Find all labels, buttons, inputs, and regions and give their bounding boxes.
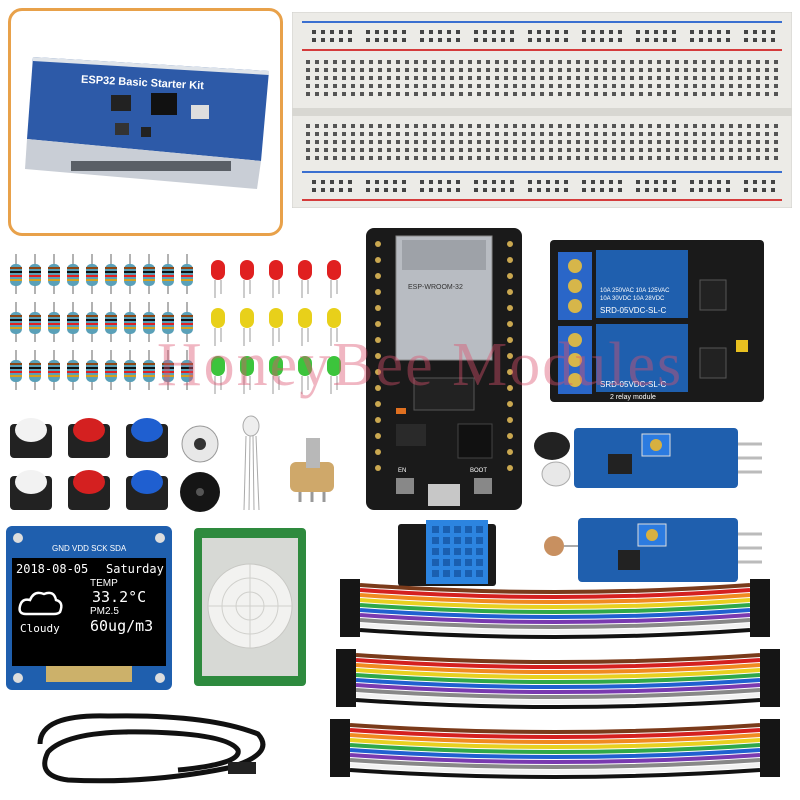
kit-box-image <box>25 57 269 189</box>
led-set <box>211 260 341 394</box>
relay-module-label: 2 relay module <box>610 394 656 401</box>
push-buttons-group[interactable] <box>4 410 174 520</box>
dht11-sensor[interactable] <box>398 520 496 590</box>
ir-sensor-pcb <box>534 428 762 488</box>
resistor-set <box>10 254 193 390</box>
oled-pm-value: 60ug/m3 <box>90 617 154 635</box>
photoresistor-module[interactable] <box>538 516 762 584</box>
kit-box-panel[interactable]: ESP32 Basic Starter Kit <box>8 8 283 236</box>
cloud-icon <box>16 584 66 620</box>
pir-sensor-body <box>194 528 306 686</box>
breadboard-body <box>292 12 792 208</box>
oled-pin-labels: GND VDD SCK SDA <box>52 544 127 553</box>
usb-cable-body <box>37 713 266 784</box>
oled-display-module[interactable]: GND VDD SCK SDA 2018-08-05 Saturday Clou… <box>6 526 172 690</box>
resistors-group[interactable] <box>6 248 202 390</box>
jumper-wires-group[interactable] <box>330 575 790 790</box>
oled-weather: Cloudy <box>20 622 60 635</box>
potentiometer[interactable] <box>282 434 342 504</box>
ir-sensor-module[interactable] <box>530 424 762 494</box>
relay-pcb <box>550 240 764 402</box>
rgb-led[interactable] <box>236 412 266 512</box>
photoresistor-pcb <box>544 518 762 582</box>
usb-cable[interactable] <box>28 704 278 794</box>
rgb-led-body <box>242 415 260 511</box>
buzzers-group[interactable] <box>176 420 232 530</box>
oled-temp-value: 33.2°C <box>92 588 147 606</box>
dht11-body <box>398 520 496 586</box>
push-button-set <box>10 418 168 510</box>
oled-temp-label: TEMP <box>90 578 118 589</box>
relay-model-label: SRD-05VDC-SL-C <box>600 306 667 315</box>
esp32-boot-button-label: BOOT <box>470 468 488 474</box>
relay-model-label-2: SRD-05VDC-SL-C <box>600 380 667 389</box>
breadboard[interactable] <box>292 12 792 208</box>
leds-group[interactable] <box>204 256 354 396</box>
jumper-wire-bundles <box>330 579 780 779</box>
esp32-board[interactable]: ESP-WROOM-32 BOOT EN <box>366 228 522 510</box>
potentiometer-body <box>290 438 334 502</box>
oled-day: Saturday <box>106 562 164 576</box>
relay-rating-line1: 10A 250VAC 10A 125VAC <box>600 288 670 294</box>
pir-sensor[interactable] <box>194 528 306 686</box>
oled-pcb <box>6 526 172 690</box>
relay-module[interactable]: 10A 250VAC 10A 125VAC 10A 30VDC 10A 28VD… <box>550 240 764 402</box>
esp32-chip-label: ESP-WROOM-32 <box>408 284 463 291</box>
buzzer-set <box>180 425 220 512</box>
oled-date: 2018-08-05 <box>16 562 89 576</box>
relay-rating-line2: 10A 30VDC 10A 28VDC <box>600 296 665 302</box>
oled-pm-label: PM2.5 <box>90 606 119 617</box>
esp32-pcb <box>366 228 522 510</box>
esp32-en-button-label: EN <box>398 468 407 474</box>
